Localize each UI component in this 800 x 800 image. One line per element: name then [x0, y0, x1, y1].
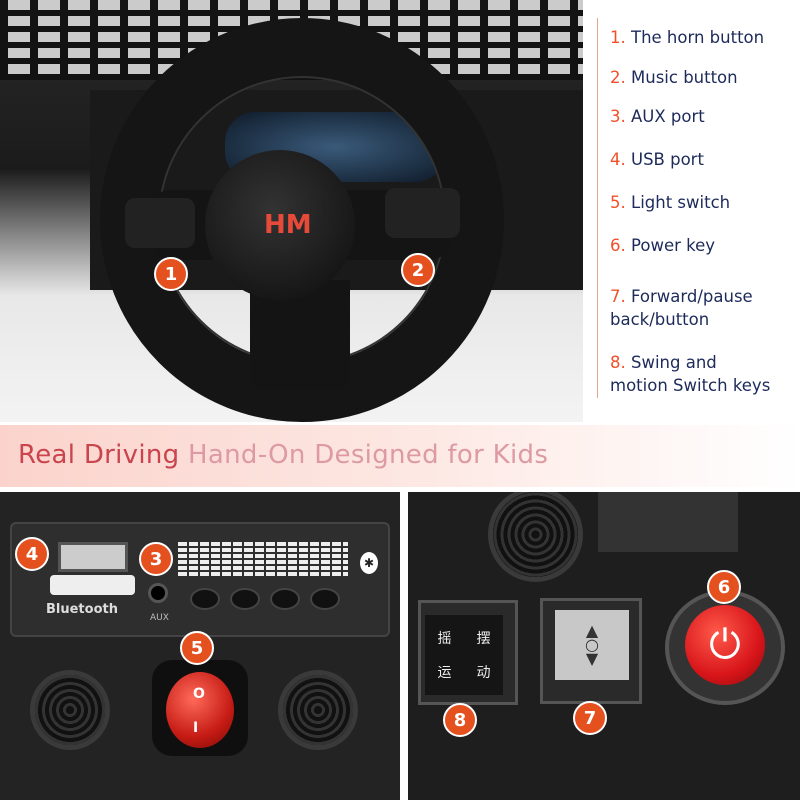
- legend-item: 2. Music button: [610, 68, 738, 87]
- media-button: [230, 588, 260, 610]
- bluetooth-label: Bluetooth: [46, 602, 118, 617]
- legend-item: 5. Light switch: [610, 193, 731, 212]
- badge-5: 5: [180, 631, 214, 665]
- switch-label: 运: [437, 664, 452, 681]
- switch-label: 摇: [437, 631, 452, 648]
- power-key: ⏻: [685, 605, 765, 685]
- badge-7: 7: [573, 701, 607, 735]
- horn-control: [125, 198, 195, 248]
- badge-1: 1: [154, 257, 188, 291]
- legend-item: 1. The horn button: [610, 28, 765, 47]
- bluetooth-icon: ✱: [360, 552, 378, 574]
- dash-buttons: [598, 492, 738, 552]
- forward-back-switch: ▲○▼: [555, 610, 629, 680]
- equalizer-display: [178, 542, 348, 578]
- badge-6: 6: [707, 570, 741, 604]
- aux-port: [148, 583, 168, 603]
- circle-icon: ○: [585, 635, 599, 654]
- legend-item: 6. Power key: [610, 236, 716, 255]
- usb-port: [58, 542, 128, 572]
- divider: [597, 18, 598, 398]
- music-control: [385, 188, 460, 238]
- power-icon: ⏻: [709, 622, 741, 668]
- media-button: [190, 588, 220, 610]
- air-vent: [278, 670, 358, 750]
- arrow-down-icon: ▼: [585, 649, 599, 668]
- badge-4: 4: [15, 537, 49, 571]
- air-vent: [30, 670, 110, 750]
- aux-label: AUX: [150, 613, 169, 623]
- air-vent: [488, 492, 583, 582]
- legend-item: 3. AUX port: [610, 107, 705, 126]
- steering-wheel-photo: HM: [0, 0, 583, 422]
- arrow-up-icon: ▲: [585, 621, 599, 640]
- brand-logo: HM: [264, 210, 312, 240]
- banner: [0, 425, 800, 487]
- switch-label: 动: [476, 664, 491, 681]
- badge-3: 3: [139, 542, 173, 576]
- badge-2: 2: [401, 253, 435, 287]
- badge-8: 8: [443, 703, 477, 737]
- label-plate: [50, 575, 135, 595]
- switch-label: 摆: [476, 631, 491, 648]
- media-button: [310, 588, 340, 610]
- legend-item: 4. USB port: [610, 150, 704, 169]
- banner-title: Real Driving Hand-On Designed for Kids: [18, 440, 549, 470]
- media-button: [270, 588, 300, 610]
- swing-motion-switch: 摇 摆 运 动: [425, 615, 503, 695]
- wheel-hub: [205, 150, 355, 300]
